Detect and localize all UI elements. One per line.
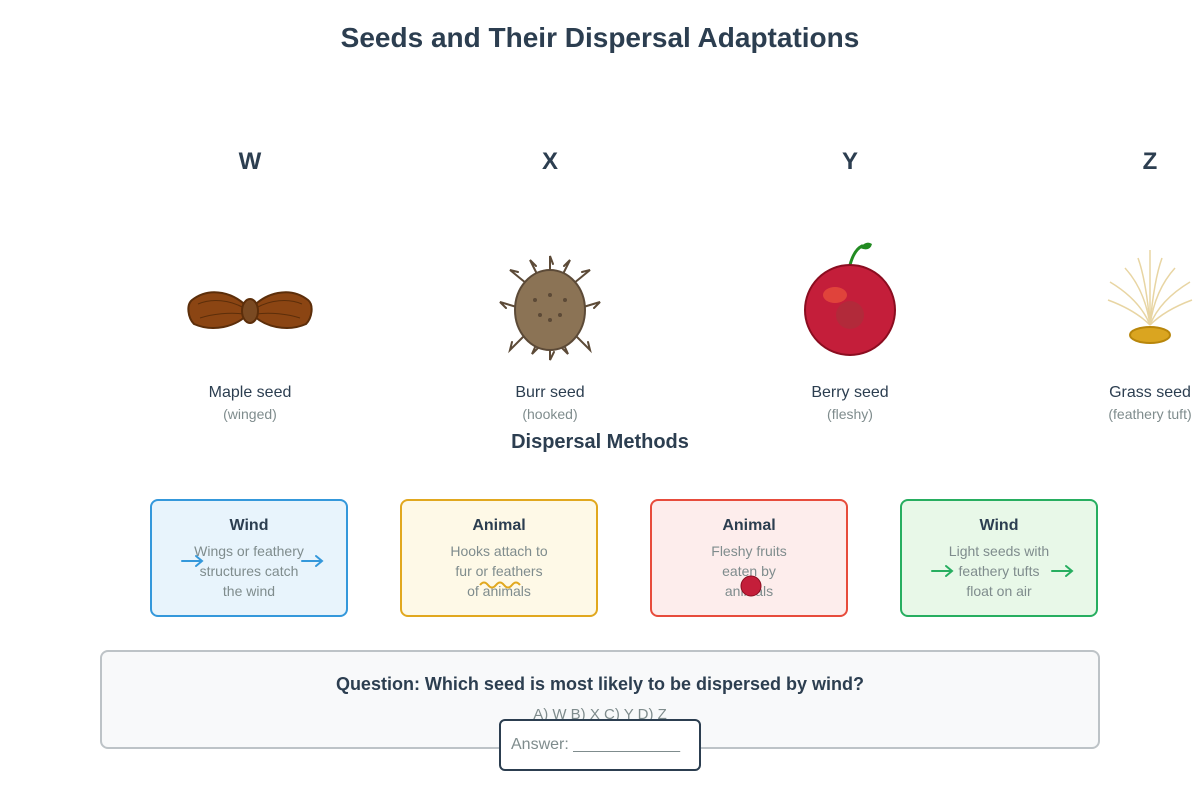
method-description-line: eaten by bbox=[722, 563, 776, 579]
seed-name: Grass seed bbox=[1109, 384, 1191, 401]
method-card-animal-2: Animal Fleshy fruits eaten by animals bbox=[650, 499, 848, 617]
seed-column-z: Z Grass seed (feathery tuft) bbox=[1050, 140, 1200, 422]
question-text: Question: Which seed is most likely to b… bbox=[335, 674, 865, 694]
page-title: Seeds and Their Dispersal Adaptations bbox=[340, 22, 860, 53]
question-options: A) W B) X C) Y D) Z bbox=[533, 706, 667, 723]
method-title: Animal bbox=[722, 517, 776, 534]
seed-name: Maple seed bbox=[208, 384, 292, 401]
method-description-line: float on air bbox=[966, 583, 1032, 599]
seed-column-y: Y Berry seed (fleshy) bbox=[750, 140, 950, 422]
seed-name: Burr seed bbox=[515, 384, 585, 401]
method-description: Hooks attach to fur or feathers of anima… bbox=[402, 541, 596, 601]
seed-letter: X bbox=[541, 148, 558, 175]
berry-seed-icon bbox=[750, 220, 950, 380]
method-card-animal-1: Animal Hooks attach to fur or feathers o… bbox=[400, 499, 598, 617]
seed-description: (feathery tuft) bbox=[1108, 406, 1192, 422]
seed-column-w: W Maple seed (winged) bbox=[150, 140, 350, 422]
seed-description: (hooked) bbox=[522, 406, 578, 422]
method-title: Wind bbox=[979, 517, 1019, 534]
method-description: Fleshy fruits eaten by animals bbox=[652, 541, 846, 601]
method-description-line: of animals bbox=[467, 583, 531, 599]
method-description-line: Fleshy fruits bbox=[711, 543, 787, 559]
method-description-line: Wings or feathery bbox=[194, 543, 304, 559]
method-description-line: Light seeds with bbox=[948, 543, 1050, 559]
method-card-wind-2: Wind Light seeds with feathery tufts flo… bbox=[900, 499, 1098, 617]
answer-field[interactable]: Answer: ____________ bbox=[499, 719, 701, 771]
method-description-line: Hooks attach to bbox=[450, 543, 548, 559]
method-description-line: the wind bbox=[222, 583, 276, 599]
method-title: Animal bbox=[472, 517, 526, 534]
method-description-line: fur or feathers bbox=[455, 563, 543, 579]
method-description-line: structures catch bbox=[199, 563, 299, 579]
maple-seed-icon bbox=[150, 220, 350, 380]
method-description: Wings or feathery structures catch the w… bbox=[152, 541, 346, 601]
seed-letter: W bbox=[238, 148, 262, 175]
method-description: Light seeds with feathery tufts float on… bbox=[902, 541, 1096, 601]
burr-seed-icon bbox=[450, 220, 650, 380]
method-description-line: feathery tufts bbox=[958, 563, 1040, 579]
seed-letter: Z bbox=[1142, 148, 1158, 175]
seed-description: (winged) bbox=[223, 406, 277, 422]
seed-description: (fleshy) bbox=[827, 406, 873, 422]
method-card-wind-1: Wind Wings or feathery structures catch … bbox=[150, 499, 348, 617]
grass-seed-icon bbox=[1050, 220, 1200, 380]
seed-column-x: X bbox=[450, 140, 650, 422]
method-title: Wind bbox=[229, 517, 269, 534]
method-description-line: animals bbox=[724, 583, 774, 599]
seed-name: Berry seed bbox=[811, 384, 889, 401]
dispersal-methods-title: Dispersal Methods bbox=[511, 431, 689, 453]
seed-letter: Y bbox=[841, 148, 858, 175]
